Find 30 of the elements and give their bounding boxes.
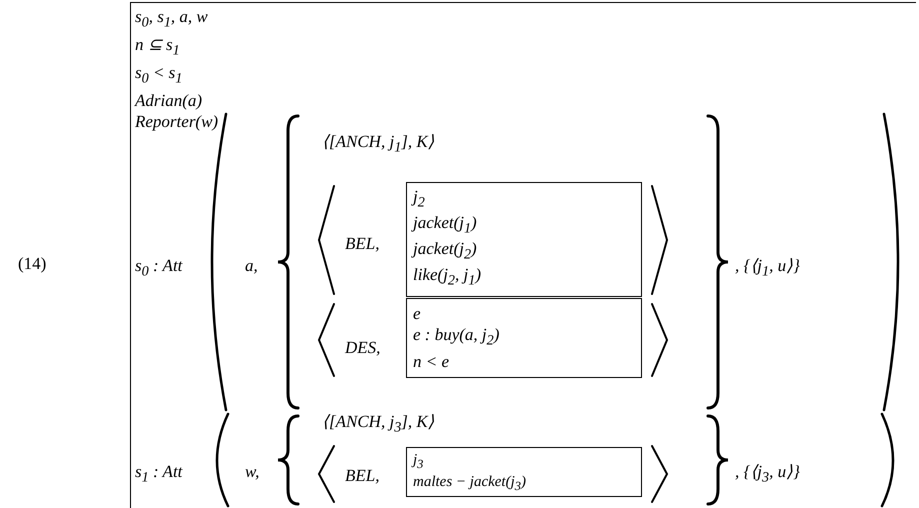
anchor-set-text: , {⟨j$_{1}$, u⟩} [735, 256, 800, 282]
condition-text: s$_{0}$, s$_{1}$, a, w [135, 6, 208, 32]
attitude-label: s$_{0}$ : Att [135, 256, 182, 282]
mode-label: BEL, [345, 466, 380, 486]
condition-text: jacket(j$_{2}$) [413, 238, 477, 264]
drs-box [406, 182, 642, 297]
argument-text: w, [245, 462, 260, 482]
condition-text: e : buy(a, j$_{2}$) [413, 324, 500, 350]
mode-label: BEL, [345, 234, 380, 254]
drs-box [406, 447, 642, 497]
condition-text: n < e [413, 351, 450, 372]
mode-label: DES, [345, 338, 380, 358]
condition-text: j$_{2}$ [413, 187, 425, 212]
condition-text: j$_{3}$ [413, 451, 424, 473]
anchor-set-text: , {⟨j$_{3}$, u⟩} [735, 462, 800, 488]
condition-text: e [413, 303, 421, 324]
condition-text: jacket(j$_{1}$) [413, 212, 477, 238]
condition-text: maltes − jacket(j$_{3}$) [413, 473, 526, 495]
drs-box [406, 298, 642, 378]
condition-text: s$_{0}$ < s$_{1}$ [135, 62, 182, 88]
anchor-text: ⟨[ANCH, j$_{3}$], K⟩ [322, 412, 435, 438]
argument-text: a, [245, 256, 258, 276]
condition-text: like(j$_{2}$, j$_{1}$) [413, 264, 481, 290]
condition-text: Adrian(a) [135, 90, 202, 112]
condition-text: n ⊆ s$_{1}$ [135, 34, 180, 60]
attitude-label: s$_{1}$ : Att [135, 462, 182, 488]
condition-text: Reporter(w) [135, 111, 218, 133]
drs-box [130, 2, 916, 508]
example-number: (14) [18, 254, 46, 274]
anchor-text: ⟨[ANCH, j$_{1}$], K⟩ [322, 132, 435, 158]
